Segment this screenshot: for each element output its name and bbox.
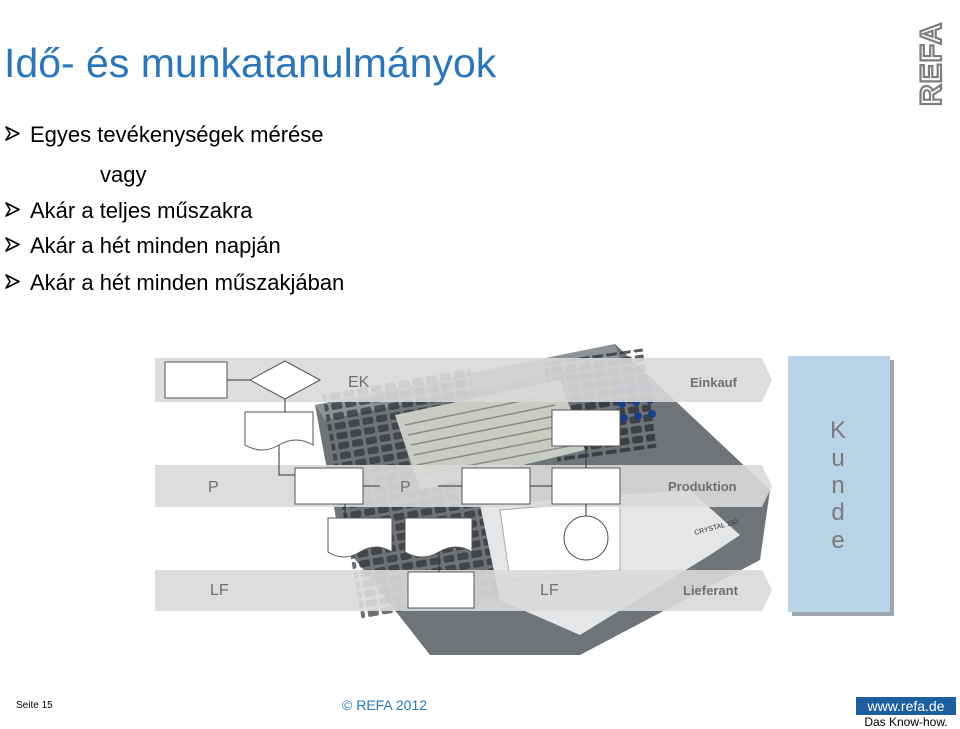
refa-logo: REFA: [918, 17, 948, 107]
website-link[interactable]: www.refa.de: [856, 697, 956, 715]
bullet-item: Akár a hét minden napján: [30, 233, 281, 258]
customer-letter: n: [831, 472, 844, 499]
lane-code: P: [208, 479, 219, 496]
customer-letter: d: [831, 499, 844, 526]
page-title: Idő- és munkatanulmányok: [4, 40, 497, 86]
bullet-item: Akár a hét minden műszakjában: [30, 270, 345, 295]
customer-letter: e: [831, 527, 844, 554]
swimlane-produktion: P P Produktion: [155, 465, 772, 507]
bullet-item: Akár a teljes műszakra: [30, 198, 253, 223]
swimlane-lieferant: LF LF Lieferant: [155, 570, 772, 611]
bullet-item: Egyes tevékenységek mérése: [30, 122, 324, 147]
customer-panel: K u n d e: [788, 356, 894, 616]
lane-code: LF: [540, 582, 559, 599]
copyright: © REFA 2012: [342, 697, 428, 713]
refa-logo-text: REFA: [918, 22, 948, 106]
arrow-bullet-icon: [5, 274, 20, 289]
bullet-connector: vagy: [100, 162, 147, 187]
tagline: Das Know-how.: [864, 715, 948, 729]
arrow-bullet-icon: [5, 237, 20, 252]
arrow-bullet-icon: [5, 126, 20, 141]
customer-letter: K: [830, 417, 846, 444]
lane-code: P: [400, 479, 411, 496]
lane-name: Einkauf: [690, 375, 738, 390]
lane-code: LF: [210, 582, 229, 599]
swimlane-einkauf: EK Einkauf: [155, 358, 772, 402]
arrow-bullet-icon: [5, 202, 20, 217]
flow-arrows: [227, 379, 587, 572]
lane-code: EK: [348, 374, 370, 391]
lane-name: Produktion: [668, 479, 737, 494]
process-figure: CRYSTAL 150 EK Einkauf P P Produktion LF…: [155, 344, 894, 655]
customer-letter: u: [831, 445, 844, 472]
process-shapes: [244, 409, 621, 561]
page-number: Seite 15: [16, 700, 53, 711]
lane-name: Lieferant: [683, 583, 739, 598]
